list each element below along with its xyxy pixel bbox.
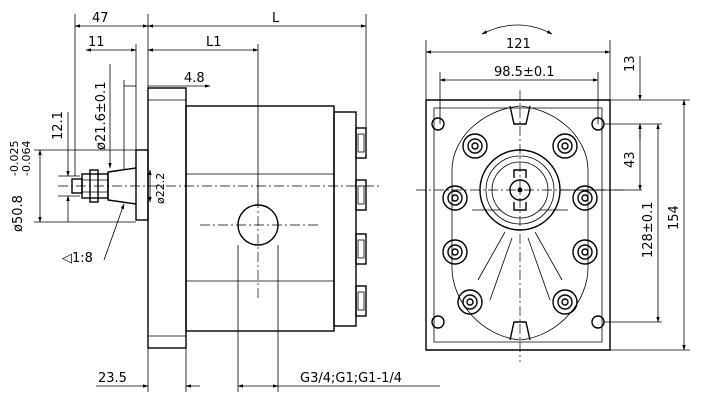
port-thread: G3/4;G1;G1-1/4 bbox=[300, 371, 402, 386]
dim-43: 43 bbox=[623, 151, 638, 168]
flange-bolts bbox=[442, 133, 598, 315]
cover-bolts bbox=[355, 127, 367, 317]
square-flange bbox=[425, 99, 611, 351]
dim-154: 154 bbox=[667, 205, 682, 230]
tolerance-lower: -0.064 bbox=[20, 141, 33, 176]
pilot-spigot bbox=[135, 149, 149, 221]
dim-11: 11 bbox=[88, 35, 105, 50]
dim-22-2: ø22.2 bbox=[154, 173, 167, 204]
side-view: 47 L 11 L1 4.8 ø21.6±0.1 12.1 ø50.8 -0.0… bbox=[8, 11, 440, 392]
dim-21-6: ø21.6±0.1 bbox=[94, 82, 109, 150]
dim-128: 128±0.1 bbox=[641, 202, 656, 258]
dim-23-5: 23.5 bbox=[98, 371, 127, 386]
dim-121: 121 bbox=[506, 37, 531, 52]
dim-4-8: 4.8 bbox=[184, 71, 205, 86]
dim-L: L bbox=[272, 11, 280, 26]
rear-cover bbox=[333, 111, 357, 327]
dim-50-8: ø50.8 bbox=[11, 195, 26, 232]
dim-98-5: 98.5±0.1 bbox=[494, 65, 555, 80]
tolerance-upper: -0.025 bbox=[8, 141, 21, 176]
front-view: 121 98.5±0.1 13 43 128±0.1 154 bbox=[416, 24, 690, 362]
taper-label: ◁1:8 bbox=[62, 251, 93, 266]
rotation-arrow bbox=[481, 24, 553, 35]
mounting-flange bbox=[147, 87, 187, 349]
dim-L1: L1 bbox=[206, 35, 222, 50]
dim-13: 13 bbox=[623, 55, 638, 72]
dim-12-1: 12.1 bbox=[51, 111, 66, 140]
dim-47: 47 bbox=[92, 11, 109, 26]
pump-body bbox=[185, 105, 335, 332]
